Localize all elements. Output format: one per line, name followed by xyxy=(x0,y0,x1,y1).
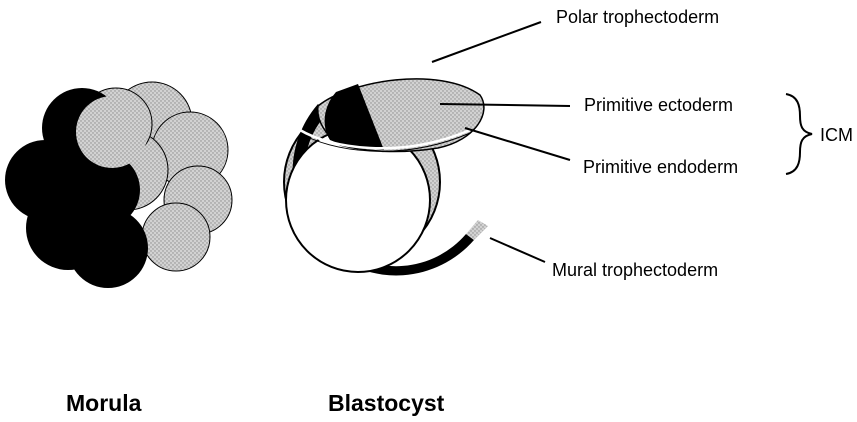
caption-blastocyst: Blastocyst xyxy=(328,390,445,416)
label-mural-trophectoderm: Mural trophectoderm xyxy=(552,260,718,280)
icm-bracket xyxy=(786,94,812,174)
label-icm: ICM xyxy=(820,125,853,145)
caption-morula: Morula xyxy=(66,390,142,416)
morula-front-light-cell xyxy=(76,96,148,168)
leader-mural-trophectoderm xyxy=(490,238,545,262)
label-primitive-endoderm: Primitive endoderm xyxy=(583,157,738,177)
leader-primitive-endoderm xyxy=(465,128,570,160)
morula xyxy=(5,82,232,288)
label-primitive-ectoderm: Primitive ectoderm xyxy=(584,95,733,115)
label-polar-trophectoderm: Polar trophectoderm xyxy=(556,7,719,27)
leader-lines xyxy=(432,22,812,262)
leader-polar-trophectoderm xyxy=(432,22,541,62)
blastocyst xyxy=(284,79,488,276)
